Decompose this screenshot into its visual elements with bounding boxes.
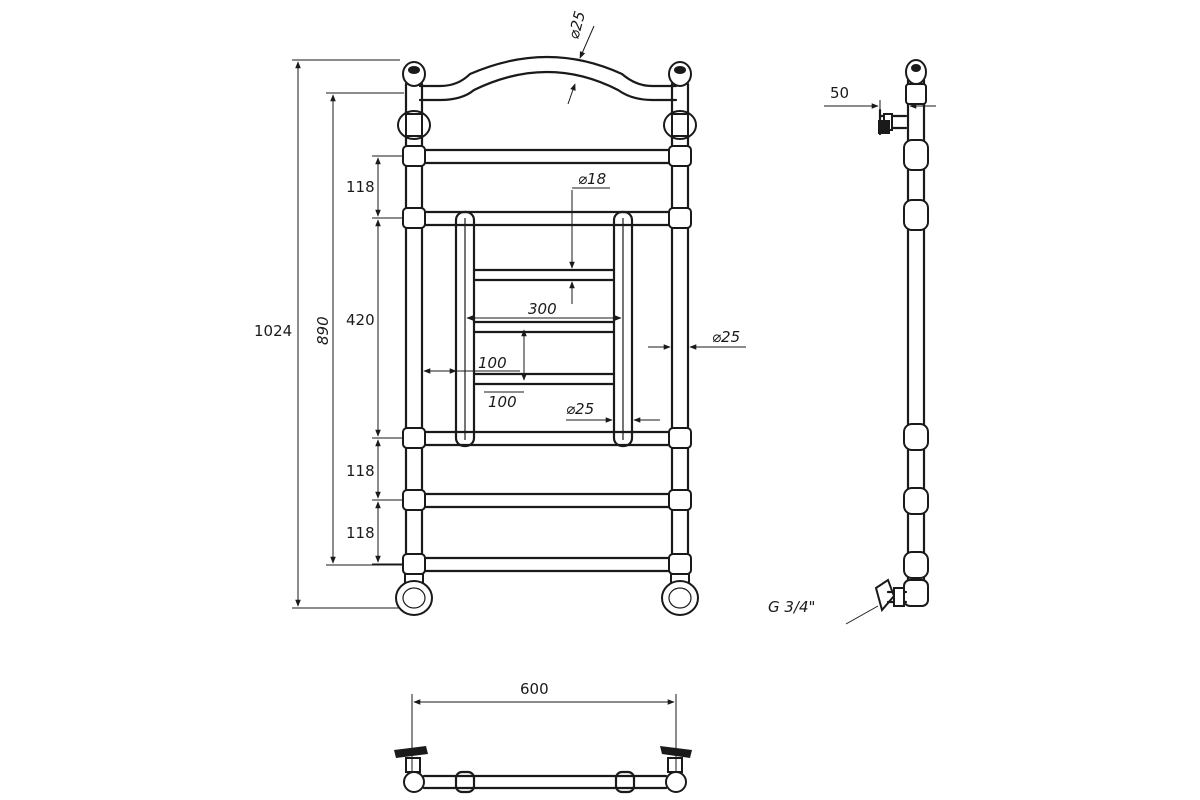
dim-side-tube-diameter-label: ⌀25 xyxy=(712,328,740,346)
right-top-finial xyxy=(668,61,692,87)
dim-lower-spacing-1-label: 118 xyxy=(346,462,375,480)
dim-connection-height-label: 890 xyxy=(314,316,332,345)
top-arch-rail xyxy=(418,56,678,102)
dim-top-arch-diameter: ⌀25 xyxy=(564,9,595,105)
dim-inner-width: 300 xyxy=(466,300,622,321)
dim-inner-tube-diameter: ⌀25 xyxy=(566,400,660,423)
dim-overall-height-label: 1024 xyxy=(254,322,292,340)
side-top-wall-bracket xyxy=(878,108,908,136)
dim-upper-spacing-label: 118 xyxy=(346,178,375,196)
right-wall-bracket xyxy=(663,110,697,140)
side-bottom-valve xyxy=(874,578,908,613)
dim-top-arch-diameter-label: ⌀25 xyxy=(564,9,589,41)
dim-inner-offset-2: 100 xyxy=(484,329,527,411)
dim-inner-bar-diameter-label: ⌀18 xyxy=(578,170,606,188)
bottom-view: 600 xyxy=(394,680,692,794)
inner-frame xyxy=(454,210,634,448)
dim-wall-distance-label: 50 xyxy=(830,84,849,102)
dim-lower-spacing-2-label: 118 xyxy=(346,524,375,542)
dim-inner-tube-diameter-label: ⌀25 xyxy=(566,400,594,418)
side-collars xyxy=(903,139,929,579)
dim-wall-distance: 50 xyxy=(824,84,936,112)
dim-stacked: 118 420 118 118 xyxy=(346,155,402,565)
dim-overall-width-label: 600 xyxy=(520,680,549,698)
thread-callout: G 3/4" xyxy=(768,598,879,625)
dim-frame-height-label: 420 xyxy=(346,311,375,329)
front-view: 1024 890 118 420 118 118 xyxy=(254,9,746,616)
dim-inner-offset-1: 100 xyxy=(423,354,520,374)
left-top-finial xyxy=(402,61,426,87)
dim-overall-height: 1024 xyxy=(254,59,400,609)
dim-inner-offset-2-label: 100 xyxy=(488,393,517,411)
left-bottom-foot xyxy=(395,573,433,616)
bottom-left-plate xyxy=(394,746,428,773)
dim-overall-width: 600 xyxy=(411,680,677,772)
right-bottom-foot xyxy=(661,573,699,616)
dim-inner-bar-diameter: ⌀18 xyxy=(569,170,610,304)
thread-label: G 3/4" xyxy=(768,598,815,616)
tube-collars xyxy=(402,145,692,575)
dim-inner-offset-1-label: 100 xyxy=(478,354,507,372)
dim-inner-width-label: 300 xyxy=(528,300,557,318)
side-view: 50 G 3/4" xyxy=(768,59,936,625)
dim-side-tube-diameter: ⌀25 xyxy=(648,328,746,350)
dim-connection-height: 890 xyxy=(314,92,404,566)
left-wall-bracket xyxy=(397,110,431,140)
